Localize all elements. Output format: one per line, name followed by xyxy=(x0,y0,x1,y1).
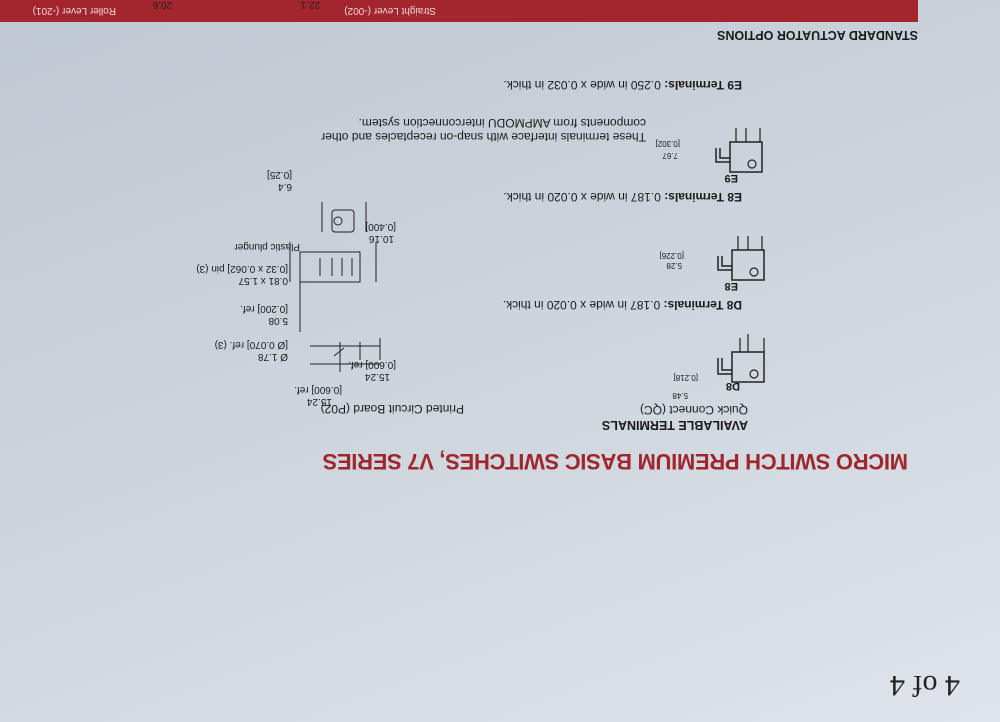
pcb-dim-6-in: [0.400] xyxy=(365,221,396,232)
e9-spec: E9 Terminals: 0.250 in wide x 0.032 in t… xyxy=(503,78,742,92)
e9-note-line-2: components from AMPMODU interconnection … xyxy=(358,116,646,130)
pcb-dim-5-in: [0.32 x 0.062] pin (3) xyxy=(196,263,288,274)
e8-terminal-drawing xyxy=(717,236,765,281)
actuator-col-roller: Roller Lever (-201) xyxy=(32,5,116,16)
pcb-dim-4-in: [0.200] ref. xyxy=(240,303,288,314)
pcb-dim-7-in: [0.25] xyxy=(266,169,292,180)
pcb-dim-7: 6.4 xyxy=(278,181,292,192)
pcb-dim-2-in: [0.600] ref. xyxy=(348,359,396,370)
actuator-table-header: Straight Lever (-002) Roller Lever (-201… xyxy=(0,0,918,22)
pcb-label: Printed Circuit Board (P02) xyxy=(320,402,464,416)
pcb-dim-6: 10.16 xyxy=(368,233,394,244)
page-title: MICRO SWITCH PREMIUM BASIC SWITCHES, V7 … xyxy=(322,449,908,474)
pcb-dim-3-in: [Ø 0.070] ref. (3) xyxy=(214,339,288,350)
e8-dim: 5.28 xyxy=(666,261,682,270)
pcb-dimension-drawing xyxy=(289,202,381,372)
actuator-heading: STANDARD ACTUATOR OPTIONS xyxy=(717,28,918,42)
pcb-dim-1-in: [0.600] ref. xyxy=(294,384,342,395)
qc-label: Quick Connect (QC) xyxy=(639,403,748,417)
e8-spec: E8 Terminals: 0.187 in wide x 0.020 in t… xyxy=(503,190,742,204)
e9-terminal-drawing xyxy=(715,128,763,173)
pcb-dim-3: Ø 1.78 xyxy=(257,351,288,362)
available-terminals-heading: AVAILABLE TERMINALS xyxy=(601,418,748,432)
d8-spec: D8 Terminals: 0.187 in wide x 0.020 in t… xyxy=(502,298,742,312)
plastic-plunger-label: Plastic plunger xyxy=(234,241,300,252)
actuator-col-straight: Straight Lever (-002) xyxy=(344,5,436,16)
pcb-dim-2: 15.24 xyxy=(364,371,390,382)
e9-dim-in: [0.302] xyxy=(655,139,680,148)
d8-dim: 5.48 xyxy=(672,391,688,400)
actuator-value-roller: 20.6 xyxy=(152,0,172,10)
d8-terminal-drawing xyxy=(717,334,765,383)
e9-dim: 7.67 xyxy=(662,151,678,160)
e8-dim-in: [0.226] xyxy=(659,251,684,260)
page-number: 4 of 4 xyxy=(890,669,960,702)
actuator-value-straight: 22.1 xyxy=(300,0,320,10)
pcb-dim-1: 15.24 xyxy=(306,396,332,407)
d8-dim-in: [0.218] xyxy=(673,373,698,382)
pcb-dim-4: 5.08 xyxy=(268,315,288,326)
pcb-dim-5: 0.81 x 1.57 xyxy=(238,275,288,286)
e9-note-line-1: These terminals interface with snap-on r… xyxy=(321,130,646,144)
